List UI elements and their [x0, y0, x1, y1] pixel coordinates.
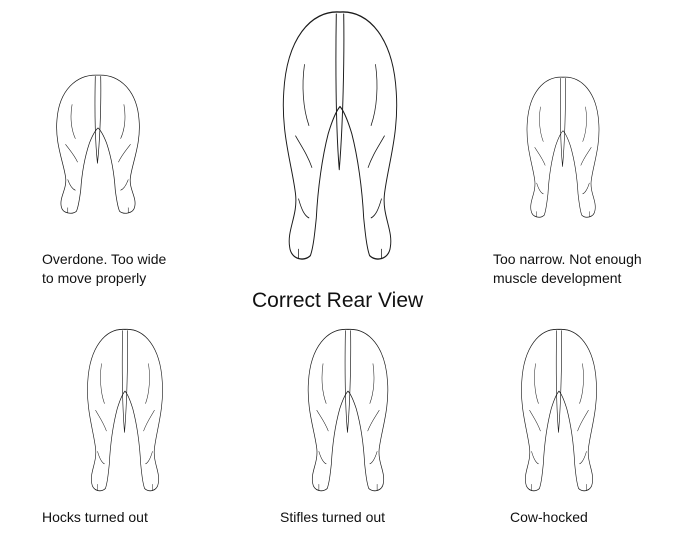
hocks-turned-out-dog-figure — [76, 328, 174, 494]
hocks-turned-out-caption: Hocks turned out — [42, 508, 148, 527]
caption-line: Cow-hocked — [510, 509, 588, 525]
stifles-turned-out-dog-figure — [296, 328, 400, 494]
caption-line: Too narrow. Not enough — [493, 251, 642, 267]
cow-hocked-dog-figure — [510, 328, 608, 494]
caption-line: Overdone. Too wide — [42, 251, 167, 267]
caption-line: Hocks turned out — [42, 509, 148, 525]
caption-line: to move properly — [42, 270, 147, 286]
correct-dog-figure — [266, 10, 414, 264]
overdone-dog-figure — [44, 74, 152, 216]
caption-line: muscle development — [493, 270, 622, 286]
cow-hocked-caption: Cow-hocked — [510, 508, 588, 527]
caption-line: Stifles turned out — [280, 509, 386, 525]
too-narrow-caption: Too narrow. Not enough muscle developmen… — [493, 250, 642, 288]
too-narrow-dog-figure — [516, 76, 610, 220]
correct-rear-view-title: Correct Rear View — [252, 289, 424, 312]
overdone-caption: Overdone. Too wide to move properly — [42, 250, 166, 288]
stifles-turned-out-caption: Stifles turned out — [280, 508, 385, 527]
